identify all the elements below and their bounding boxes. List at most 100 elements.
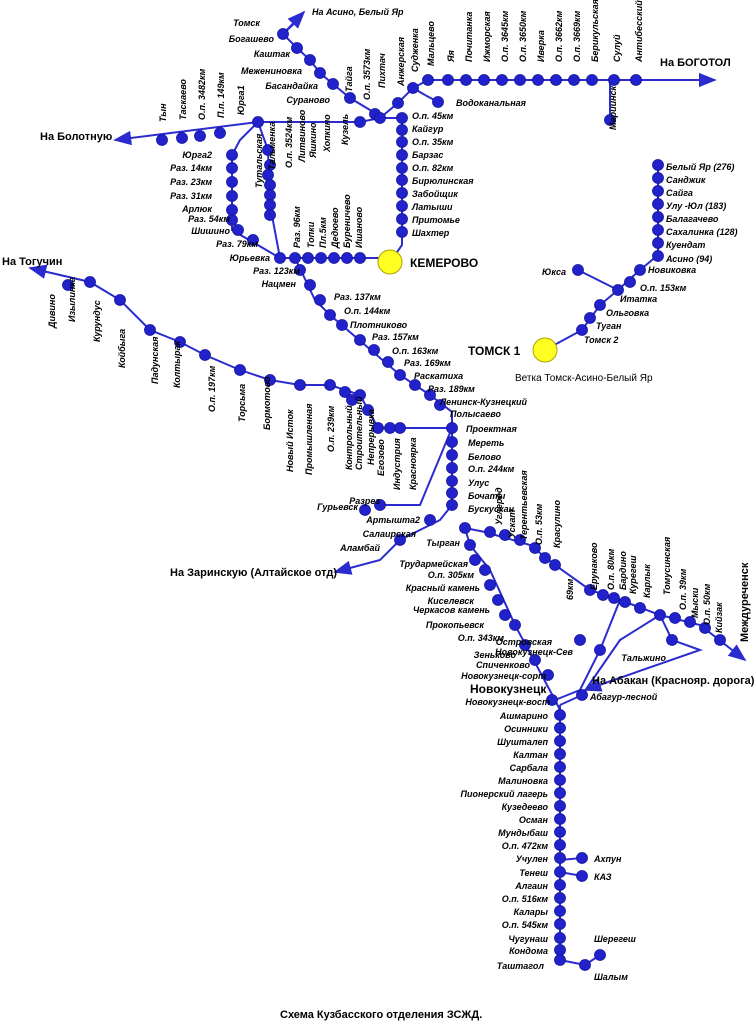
station-dot-tyrgan-6[interactable] bbox=[499, 609, 511, 621]
station-dot-north-11[interactable] bbox=[532, 74, 544, 86]
station-dot-tomsk-4[interactable] bbox=[327, 78, 339, 90]
station-dot-north-18[interactable] bbox=[432, 96, 444, 108]
station-dot-south-16[interactable] bbox=[446, 475, 458, 487]
station-dot-togline-8[interactable] bbox=[294, 379, 306, 391]
station-dot-kemline-8[interactable] bbox=[302, 252, 314, 264]
station-dot-asino-7[interactable] bbox=[652, 250, 664, 262]
station-dot-east-5[interactable] bbox=[549, 559, 561, 571]
station-dot-kemnorth-3[interactable] bbox=[396, 149, 408, 161]
station-dot-tashtagol-23[interactable] bbox=[579, 959, 591, 971]
station-dot-togline-14[interactable] bbox=[362, 404, 374, 416]
station-dot-kemline-11[interactable] bbox=[341, 252, 353, 264]
station-dot-south-3[interactable] bbox=[324, 309, 336, 321]
station-dot-west-2[interactable] bbox=[194, 130, 206, 142]
station-dot-togline-9[interactable] bbox=[324, 379, 336, 391]
station-dot-west-5[interactable] bbox=[226, 149, 238, 161]
station-dot-north-14[interactable] bbox=[586, 74, 598, 86]
station-dot-east-10[interactable] bbox=[634, 602, 646, 614]
station-dot-east-15[interactable] bbox=[714, 634, 726, 646]
station-dot-north-9[interactable] bbox=[496, 74, 508, 86]
station-dot-south-7[interactable] bbox=[382, 356, 394, 368]
station-dot-south-2[interactable] bbox=[314, 294, 326, 306]
station-dot-tyrgan-3[interactable] bbox=[479, 564, 491, 576]
station-dot-east-0[interactable] bbox=[484, 526, 496, 538]
station-dot-togline-16[interactable] bbox=[384, 422, 396, 434]
station-dot-north-6[interactable] bbox=[442, 74, 454, 86]
station-dot-west-4[interactable] bbox=[252, 116, 264, 128]
station-dot-kemline-10[interactable] bbox=[328, 252, 340, 264]
station-dot-tyrgan-2[interactable] bbox=[469, 554, 481, 566]
station-dot-tashtagol-11[interactable] bbox=[554, 852, 566, 864]
station-dot-tyrgan-11[interactable] bbox=[546, 694, 558, 706]
station-dot-east-12[interactable] bbox=[669, 612, 681, 624]
station-dot-tomsk-3[interactable] bbox=[314, 67, 326, 79]
station-dot-tyrgan-7[interactable] bbox=[509, 619, 521, 631]
station-dot-kemnorth-2[interactable] bbox=[396, 136, 408, 148]
station-dot-togline-18[interactable] bbox=[374, 499, 386, 511]
station-dot-tashtagol-5[interactable] bbox=[554, 774, 566, 786]
station-dot-tomsk-2[interactable] bbox=[304, 54, 316, 66]
station-dot-south-21[interactable] bbox=[394, 534, 406, 546]
station-dot-east-3[interactable] bbox=[529, 542, 541, 554]
station-dot-tashtagol-4[interactable] bbox=[554, 761, 566, 773]
station-dot-tyrgan-4[interactable] bbox=[484, 579, 496, 591]
station-dot-south-15[interactable] bbox=[446, 462, 458, 474]
station-dot-kemline-5[interactable] bbox=[264, 199, 276, 211]
station-dot-west-0[interactable] bbox=[156, 134, 168, 146]
station-dot-north-13[interactable] bbox=[568, 74, 580, 86]
station-dot-east-16[interactable] bbox=[594, 644, 606, 656]
station-dot-south-8[interactable] bbox=[394, 369, 406, 381]
station-dot-kemnorth-6[interactable] bbox=[396, 187, 408, 199]
station-dot-tashtagol-7[interactable] bbox=[554, 800, 566, 812]
station-dot-east-7[interactable] bbox=[597, 589, 609, 601]
station-dot-togline-5[interactable] bbox=[199, 349, 211, 361]
station-dot-east-9[interactable] bbox=[619, 596, 631, 608]
station-dot-asino-10[interactable] bbox=[612, 284, 624, 296]
station-dot-asino-9[interactable] bbox=[624, 276, 636, 288]
station-dot-tashtagol-0[interactable] bbox=[554, 709, 566, 721]
station-dot-north-4[interactable] bbox=[407, 82, 419, 94]
station-dot-kemline-2[interactable] bbox=[262, 169, 274, 181]
station-dot-togline-0[interactable] bbox=[62, 279, 74, 291]
station-dot-togline-7[interactable] bbox=[264, 374, 276, 386]
station-dot-tyrgan-10[interactable] bbox=[542, 669, 554, 681]
station-dot-tashtagol-18[interactable] bbox=[554, 944, 566, 956]
tomsk-hub[interactable] bbox=[532, 337, 558, 363]
station-dot-tashtagol-10[interactable] bbox=[554, 839, 566, 851]
station-dot-tomsk-0[interactable] bbox=[277, 28, 289, 40]
station-dot-kemnorth-7[interactable] bbox=[396, 200, 408, 212]
station-dot-tomsk-1[interactable] bbox=[291, 42, 303, 54]
kemerovo-hub[interactable] bbox=[377, 249, 403, 275]
station-dot-tashtagol-1[interactable] bbox=[554, 722, 566, 734]
station-dot-tashtagol-3[interactable] bbox=[554, 748, 566, 760]
station-dot-north-7[interactable] bbox=[460, 74, 472, 86]
station-dot-east-14[interactable] bbox=[699, 622, 711, 634]
station-dot-east-1[interactable] bbox=[499, 529, 511, 541]
station-dot-togline-2[interactable] bbox=[114, 294, 126, 306]
station-dot-kemnorth-0[interactable] bbox=[396, 112, 408, 124]
station-dot-south-13[interactable] bbox=[446, 436, 458, 448]
station-dot-tyrgan-8[interactable] bbox=[519, 639, 531, 651]
station-dot-tashtagol-8[interactable] bbox=[554, 813, 566, 825]
station-dot-west-7[interactable] bbox=[226, 176, 238, 188]
station-dot-south-4[interactable] bbox=[336, 319, 348, 331]
station-dot-east-8[interactable] bbox=[608, 592, 620, 604]
station-dot-north-16[interactable] bbox=[630, 74, 642, 86]
station-dot-west-11[interactable] bbox=[232, 224, 244, 236]
station-dot-north-17[interactable] bbox=[604, 114, 616, 126]
station-dot-kemnorth-4[interactable] bbox=[396, 162, 408, 174]
station-dot-north-15[interactable] bbox=[608, 74, 620, 86]
station-dot-asino-14[interactable] bbox=[572, 264, 584, 276]
station-dot-tashtagol-20[interactable] bbox=[576, 852, 588, 864]
station-dot-togline-1[interactable] bbox=[84, 276, 96, 288]
station-dot-east-2[interactable] bbox=[514, 534, 526, 546]
station-dot-tashtagol-15[interactable] bbox=[554, 905, 566, 917]
station-dot-togline-6[interactable] bbox=[234, 364, 246, 376]
station-dot-kemnorth-1[interactable] bbox=[396, 124, 408, 136]
station-dot-tashtagol-6[interactable] bbox=[554, 787, 566, 799]
station-dot-togline-17[interactable] bbox=[394, 422, 406, 434]
station-dot-tashtagol-21[interactable] bbox=[576, 870, 588, 882]
station-dot-asino-4[interactable] bbox=[652, 211, 664, 223]
station-dot-kemline-9[interactable] bbox=[315, 252, 327, 264]
station-dot-south-1[interactable] bbox=[304, 279, 316, 291]
